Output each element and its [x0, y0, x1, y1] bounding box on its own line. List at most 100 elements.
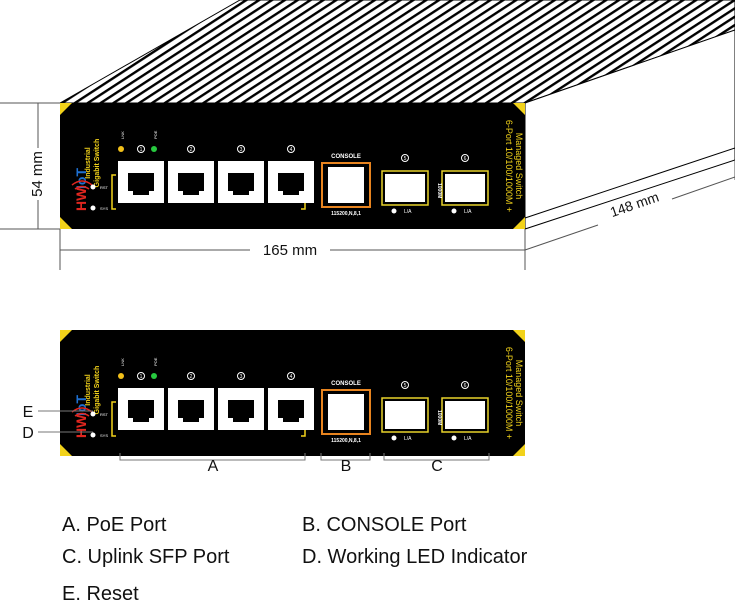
lnk-led [118, 146, 124, 152]
sfp-speed-label: 1000M [436, 410, 442, 425]
rst-led [90, 184, 96, 190]
top-device-3d-view [58, 0, 735, 230]
lnk-label: LNK [120, 131, 125, 139]
model-text: 6-Port 10/100/1000M +Managed Switch [504, 120, 524, 212]
rst-label: RST [100, 185, 109, 190]
rj45-port: 1 [118, 372, 164, 430]
sfp-number: 6 [464, 156, 467, 162]
model-text: 6-Port 10/100/1000M +Managed Switch [504, 347, 524, 439]
rj45-port: 3 [218, 145, 264, 203]
sys-label: SYS [100, 433, 108, 438]
corner-marker [60, 330, 72, 342]
console-port [328, 167, 364, 203]
title-line1: Industrial [85, 374, 92, 406]
rj45-bracket-left [111, 401, 116, 437]
corner-marker [60, 217, 72, 229]
port-number: 3 [240, 147, 243, 153]
console-frame [321, 389, 371, 435]
legend-console-port: B. CONSOLE Port [302, 514, 467, 536]
rj45-socket [178, 400, 204, 422]
legend-working-led: D. Working LED Indicator [302, 546, 528, 568]
port-number: 4 [290, 147, 293, 153]
corner-marker [60, 444, 72, 456]
sfp-number-ring [401, 381, 409, 389]
sfp-number: 5 [404, 156, 407, 162]
corner-marker [513, 217, 525, 229]
corner-marker [513, 103, 525, 115]
port-number-ring [187, 145, 195, 153]
rj45-socket [278, 173, 304, 195]
sfp-cage [385, 401, 425, 429]
sfp-link-led [451, 208, 457, 214]
console-port [328, 394, 364, 430]
corner-marker [513, 330, 525, 342]
rj45-socket [178, 173, 204, 195]
callout-b [320, 453, 371, 461]
dimension-height: 54 mm [0, 102, 60, 230]
console-baud-label: 115200,N,8,1 [331, 211, 361, 217]
poe-label: POE [153, 357, 158, 366]
port-number-ring [287, 372, 295, 380]
port-number-ring [237, 372, 245, 380]
width-label: 165 mm [263, 242, 317, 259]
legend-uplink-sfp-port: C. Uplink SFP Port [62, 546, 230, 568]
sfp-port: 6L/A [441, 381, 489, 442]
port-number: 2 [190, 374, 193, 380]
callout-c [383, 453, 490, 461]
rj45-socket [228, 173, 254, 195]
port-number-ring [137, 145, 145, 153]
callout-a [119, 453, 306, 461]
callout-e-label: E [23, 404, 34, 421]
height-label: 54 mm [29, 151, 46, 197]
title-line1: Industrial [85, 147, 92, 179]
sfp-link-led [391, 435, 397, 441]
sfp-cage [445, 174, 485, 202]
sfp-link-label: L/A [464, 436, 472, 442]
title-line2: Gigabit Switch [94, 366, 101, 415]
lnk-label: LNK [120, 358, 125, 366]
port-number-ring [237, 145, 245, 153]
corner-marker [513, 444, 525, 456]
sys-label: SYS [100, 206, 108, 211]
port-number: 1 [140, 374, 143, 380]
callout-a-label: A [208, 458, 219, 475]
port-number: 3 [240, 374, 243, 380]
sfp-speed-label: 1000M [436, 183, 442, 198]
callout-c-label: C [431, 458, 443, 475]
model-line2: Managed Switch [514, 360, 524, 427]
port-number-ring [187, 372, 195, 380]
rj45-port: 1 [118, 145, 164, 203]
lnk-led [118, 373, 124, 379]
sfp-frame [441, 170, 489, 206]
sfp-frame [381, 397, 429, 433]
model-line1: 6-Port 10/100/1000M + [504, 347, 514, 439]
sfp-port: 5L/A [381, 154, 429, 215]
sfp-link-led [451, 435, 457, 441]
poe-label: POE [153, 130, 158, 139]
legend-poe-port: A. PoE Port [62, 514, 167, 536]
poe-led [151, 373, 157, 379]
sys-led [90, 205, 96, 211]
rj45-socket [228, 400, 254, 422]
sfp-link-led [391, 208, 397, 214]
port-number: 4 [290, 374, 293, 380]
rj45-port: 2 [168, 145, 214, 203]
corner-marker [60, 103, 72, 115]
rj45-socket [278, 400, 304, 422]
rj45-port: 4 [268, 372, 314, 430]
poe-led [151, 146, 157, 152]
title-line2: Gigabit Switch [94, 139, 101, 188]
sfp-link-label: L/A [404, 436, 412, 442]
rst-led [90, 411, 96, 417]
brand-text-hw: HW [73, 187, 89, 211]
callout-b-label: B [341, 458, 352, 475]
rj45-port: 4 [268, 145, 314, 203]
port-number: 2 [190, 147, 193, 153]
console-baud-label: 115200,N,8,1 [331, 438, 361, 444]
sfp-number: 5 [404, 383, 407, 389]
rj45-port: 3 [218, 372, 264, 430]
